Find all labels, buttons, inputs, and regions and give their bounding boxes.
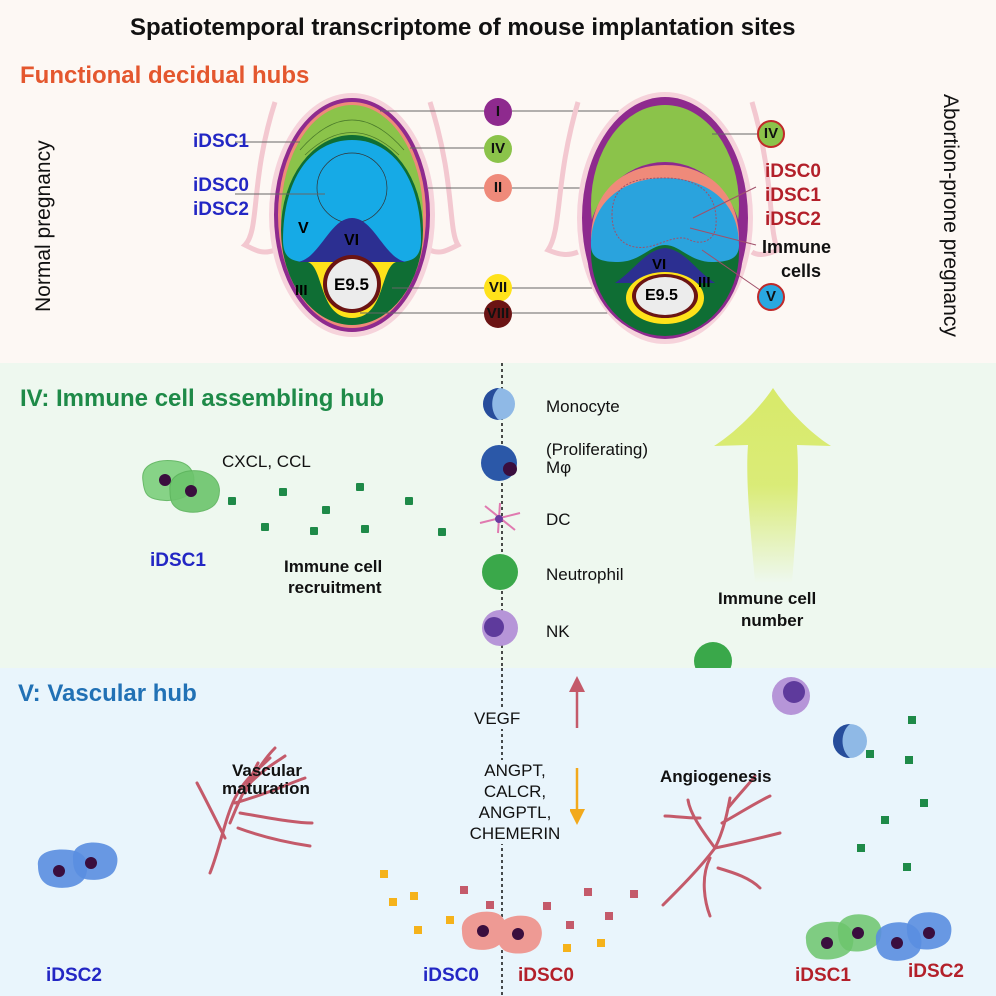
monocyte-icon	[483, 388, 515, 420]
dc-label: DC	[546, 510, 571, 529]
chemokine-particles-right	[857, 716, 928, 871]
nk-cell-icon	[482, 610, 518, 646]
immune-hub-graphics	[142, 363, 831, 680]
ab-embryo-label: E9.5	[645, 287, 678, 304]
ab-region-iii-label: III	[698, 274, 711, 291]
idsc2-left-label: iDSC2	[46, 965, 102, 986]
functional-hubs-heading: Functional decidual hubs	[20, 62, 310, 89]
ab-idsc0-label: iDSC0	[765, 161, 821, 182]
immune-hub-panel: IV: Immune cell assembling hub CXCL, CCL	[0, 363, 996, 680]
vegf-label: VEGF	[474, 708, 521, 729]
uterine-wing-right	[427, 101, 462, 255]
factors-down-arrow	[569, 809, 585, 825]
vascular-hub-panel: V: Vascular hub	[0, 668, 996, 996]
ab-cells-label: cells	[781, 261, 822, 281]
hub-badge-i: I	[484, 98, 512, 126]
maturation-label-1: Vascular	[232, 761, 302, 780]
idsc2-cell-cluster	[37, 842, 118, 888]
hub-v-region	[283, 140, 421, 262]
factors-list: ANGPT, CALCR, ANGPTL, CHEMERIN	[460, 760, 570, 844]
vascular-hub-graphics	[37, 668, 952, 996]
migrating-nk-icon	[772, 677, 810, 715]
idsc1-cell-label: iDSC1	[150, 550, 206, 571]
region-iii-label: III	[295, 282, 308, 299]
hub-badge-iv: IV	[484, 135, 512, 163]
factor-chemerin: CHEMERIN	[469, 824, 561, 843]
factor-calcr: CALCR,	[483, 782, 547, 801]
functional-hubs-panel: Spatiotemporal transcriptome of mouse im…	[0, 0, 996, 363]
idsc0-cell-cluster	[461, 911, 542, 954]
migrating-monocyte-icon	[833, 724, 867, 758]
embryo	[327, 259, 377, 309]
maturation-label-2: maturation	[222, 779, 310, 798]
macrophage-label: Mφ	[546, 458, 572, 477]
ab-embryo	[636, 277, 694, 315]
neutrophil-label: Neutrophil	[546, 565, 624, 584]
vascular-hub-heading: V: Vascular hub	[18, 680, 197, 707]
factor-particles-yellow	[380, 870, 605, 952]
ab-hub-badge-iv: IV	[757, 120, 785, 148]
idsc1-right-label: iDSC1	[795, 965, 851, 986]
embryo-label: E9.5	[334, 275, 369, 294]
macrophage-icon	[481, 445, 517, 481]
recruitment-label-2: recruitment	[288, 578, 382, 597]
vegf-up-arrow	[569, 676, 585, 692]
ab-region-vi-label: VI	[652, 256, 667, 273]
idsc2-right-label: iDSC2	[908, 961, 964, 982]
uterine-wing-left	[240, 101, 278, 255]
angiogenesis-vessel-icon	[661, 774, 782, 918]
normal-idsc0-label: iDSC0	[193, 175, 249, 196]
idsc1-cell-cluster	[142, 460, 220, 513]
region-vi-label: VI	[344, 232, 360, 249]
factor-particles-rose	[460, 886, 638, 929]
chemokine-particles	[228, 483, 446, 536]
ab-idsc1-label: iDSC1	[765, 185, 821, 206]
factor-angpt: ANGPT,	[484, 761, 546, 780]
proliferating-label: (Proliferating)	[546, 440, 649, 459]
immune-hub-heading: IV: Immune cell assembling hub	[20, 385, 385, 412]
hub-badge-vii: VII	[484, 274, 512, 302]
hub-badge-ii: II	[484, 174, 512, 202]
abortion-implantation-site-diagram	[544, 92, 782, 344]
neutrophil-icon	[482, 554, 518, 590]
ab-hub-v-region	[591, 178, 739, 262]
idsc0-normal-label: iDSC0	[423, 965, 479, 986]
idsc0-abortion-label: iDSC0	[518, 965, 574, 986]
dendritic-cell-icon	[479, 502, 521, 534]
normal-implantation-site-diagram	[235, 93, 635, 337]
idsc1-idsc2-cell-cluster	[805, 912, 952, 961]
ab-hub-vi-region	[615, 248, 715, 283]
normal-idsc1-label: iDSC1	[193, 131, 249, 152]
hub-badge-viii: VIII	[484, 300, 512, 328]
hub-vi-region	[298, 218, 406, 262]
ab-hub-badge-v: V	[757, 283, 785, 311]
chemokine-label: CXCL, CCL	[222, 452, 311, 471]
immune-number-label-2: number	[741, 611, 804, 630]
nk-label: NK	[546, 622, 570, 641]
monocyte-label: Monocyte	[546, 397, 620, 416]
angiogenesis-label: Angiogenesis	[660, 767, 772, 786]
immune-cell-number-arrow	[714, 388, 831, 583]
normal-idsc2-label: iDSC2	[193, 199, 249, 220]
figure-title: Spatiotemporal transcriptome of mouse im…	[130, 14, 796, 41]
factor-angptl: ANGPTL,	[478, 803, 552, 822]
ab-idsc2-label: iDSC2	[765, 209, 821, 230]
recruitment-label-1: Immune cell	[284, 557, 383, 576]
ab-immune-label: Immune	[762, 237, 832, 257]
immune-number-label-1: Immune cell	[718, 589, 817, 608]
region-v-label: V	[298, 220, 309, 237]
mature-vessel-icon	[195, 746, 314, 875]
